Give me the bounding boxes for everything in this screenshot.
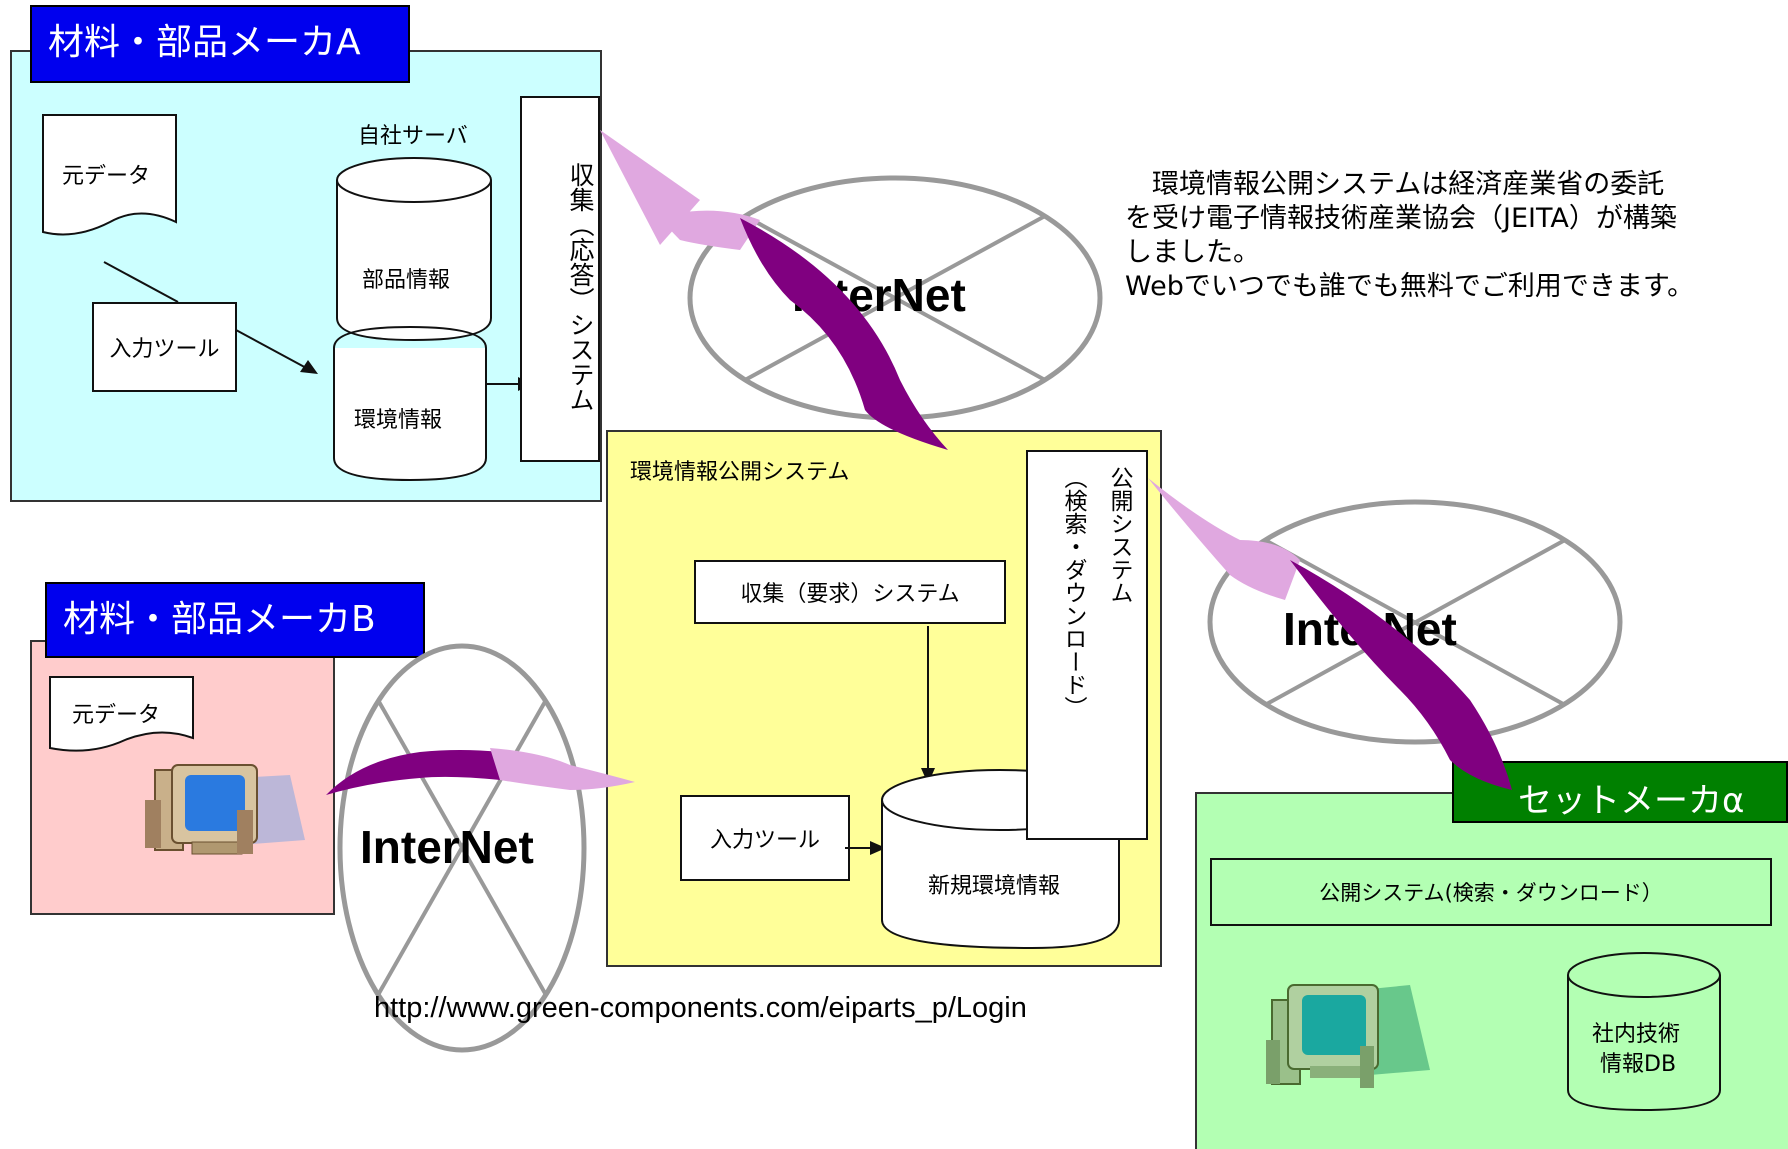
public-system-line1: 公開システム [1106, 466, 1132, 604]
center-input-tool: 入力ツール [680, 795, 850, 881]
set-db-line2: 情報DB [1600, 1052, 1677, 1077]
set-db-line1: 社内技術 [1592, 1022, 1681, 1047]
server-label: 自社サーバ [358, 124, 468, 149]
description-line3: しました。 [1125, 237, 1260, 268]
new-env-db-label: 新規環境情報 [928, 874, 1061, 899]
maker-a-title: 材料・部品メーカA [30, 5, 410, 83]
description-line1: 環境情報公開システムは経済産業省の委託 [1125, 169, 1665, 200]
collect-response-system: 収集（応答）システム [520, 96, 600, 462]
public-system-line2: （検索・ダウンロード） [1060, 466, 1086, 719]
maker-a-source-data: 元データ [62, 164, 151, 189]
maker-b-title: 材料・部品メーカB [45, 582, 425, 658]
db-parts-label: 部品情報 [362, 268, 451, 293]
url-text[interactable]: http://www.green-components.com/eiparts_… [374, 992, 1027, 1024]
internet-label-left: InterNet [360, 821, 534, 873]
maker-b-source-data: 元データ [72, 703, 161, 728]
description-line4: Webでいつでも誰でも無料でご利用できます。 [1125, 271, 1695, 302]
set-public-system: 公開システム(検索・ダウンロード） [1210, 858, 1772, 926]
center-title: 環境情報公開システム [630, 460, 850, 485]
description: 環境情報公開システムは経済産業省の委託 を受け電子情報技術産業協会（JEITA）… [1125, 168, 1694, 304]
maker-a-input-tool: 入力ツール [92, 302, 237, 392]
public-system-vertical: 公開システム （検索・ダウンロード） [1026, 450, 1148, 840]
db-env-label: 環境情報 [354, 408, 443, 433]
description-line2: を受け電子情報技術産業協会（JEITA）が構築 [1125, 203, 1677, 234]
set-maker-title: セットメーカα [1452, 761, 1788, 823]
collect-request-system: 収集（要求）システム [694, 560, 1006, 624]
